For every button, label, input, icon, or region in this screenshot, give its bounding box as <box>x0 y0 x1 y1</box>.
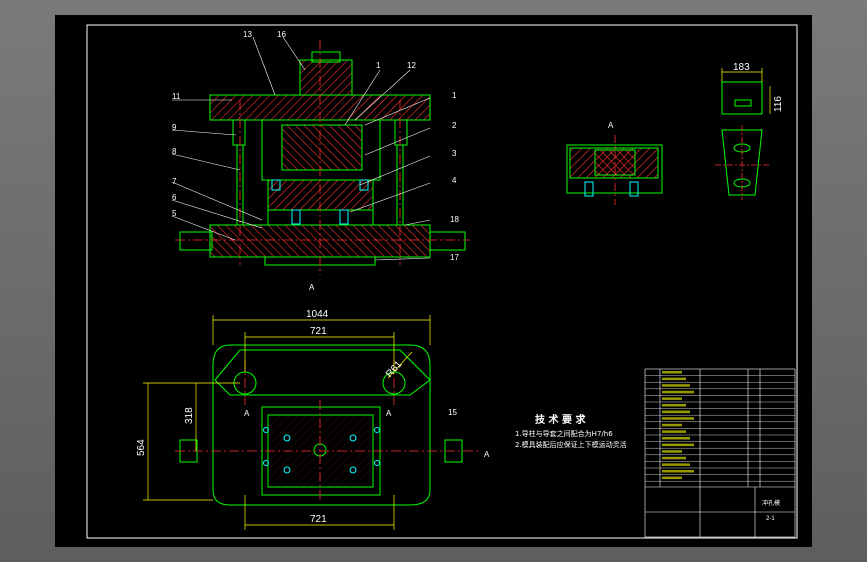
front-centerlines <box>175 40 470 275</box>
label-18: 18 <box>450 215 459 224</box>
stripper-plate <box>267 179 374 211</box>
label-17: 17 <box>450 253 459 262</box>
label-5: 5 <box>172 209 177 218</box>
small-part-centerlines <box>715 125 770 200</box>
label-41: 1 <box>376 61 381 70</box>
detail-view-label: A <box>608 121 614 130</box>
label-1: 1 <box>452 91 457 100</box>
bom-entry-mark <box>662 450 682 453</box>
section-mark-bottom: A <box>484 450 490 459</box>
bom-entry-mark <box>662 476 682 480</box>
technical-notes: 技 术 要 求 1.导柱与导套之间配合为H7/h6 2.模具装配后应保证上下模运… <box>515 413 627 449</box>
bom-entry-mark <box>662 456 686 460</box>
section-mark-left: A <box>244 409 250 418</box>
label-11: 11 <box>172 92 181 101</box>
die-shank <box>299 59 353 96</box>
dimension-116: 116 <box>773 96 784 112</box>
bom-entry-mark <box>662 371 682 374</box>
dimension-721-top: 721 <box>310 326 327 337</box>
bom-fill-marks <box>662 371 694 480</box>
bom-entry-mark <box>662 430 686 433</box>
label-16: 16 <box>277 30 286 39</box>
bom-entry-mark <box>662 410 690 414</box>
label-2: 2 <box>452 121 457 130</box>
bom-entry-mark <box>662 437 690 440</box>
plan-dimension-lines <box>143 315 431 530</box>
label-9: 9 <box>172 123 177 132</box>
section-mark-right: A <box>386 409 392 418</box>
dimension-1044: 1044 <box>306 309 329 320</box>
bom-entry-mark <box>662 423 682 427</box>
part-labels: 11 9 8 7 6 5 1 2 3 4 12 1 13 16 18 17 15 <box>172 30 459 417</box>
label-6: 6 <box>172 193 177 202</box>
notes-line-1: 1.导柱与导套之间配合为H7/h6 <box>515 429 613 438</box>
label-15: 15 <box>448 408 457 417</box>
label-3: 3 <box>452 149 457 158</box>
label-7: 7 <box>172 177 177 186</box>
drawing-sheet <box>55 15 812 547</box>
bom-entry-mark <box>662 384 690 387</box>
notes-title: 技 术 要 求 <box>535 413 586 426</box>
title-drawing-number: 2-1 <box>766 516 775 522</box>
right-handle <box>429 231 466 251</box>
bom-entry-mark <box>662 404 686 407</box>
label-12: 12 <box>407 61 416 70</box>
label-4: 4 <box>452 176 457 185</box>
punch-block <box>281 124 363 171</box>
section-mark-front: A <box>309 283 315 292</box>
drawing-border <box>86 24 798 539</box>
bom-entry-mark <box>662 470 694 473</box>
label-8: 8 <box>172 147 177 156</box>
dimension-318: 318 <box>184 407 195 424</box>
small-part-dimensions <box>721 68 771 114</box>
leader-lines <box>171 36 431 261</box>
dimension-721-bottom: 721 <box>310 514 327 525</box>
bom-entry-mark <box>662 443 694 447</box>
left-handle <box>179 231 213 251</box>
bom-rows <box>645 375 795 482</box>
dimension-564: 564 <box>136 439 147 456</box>
bom-entry-mark <box>662 390 694 394</box>
bom-entry-mark <box>662 377 686 381</box>
bom-entry-mark <box>662 417 694 420</box>
title-drawing-name: 冲孔模 <box>762 499 780 507</box>
bom-entry-mark <box>662 463 690 466</box>
notes-line-2: 2.模具装配后应保证上下模运动灵活 <box>515 440 627 449</box>
label-13: 13 <box>243 30 252 39</box>
dimension-183: 183 <box>733 62 750 73</box>
bom-entry-mark <box>662 397 682 400</box>
